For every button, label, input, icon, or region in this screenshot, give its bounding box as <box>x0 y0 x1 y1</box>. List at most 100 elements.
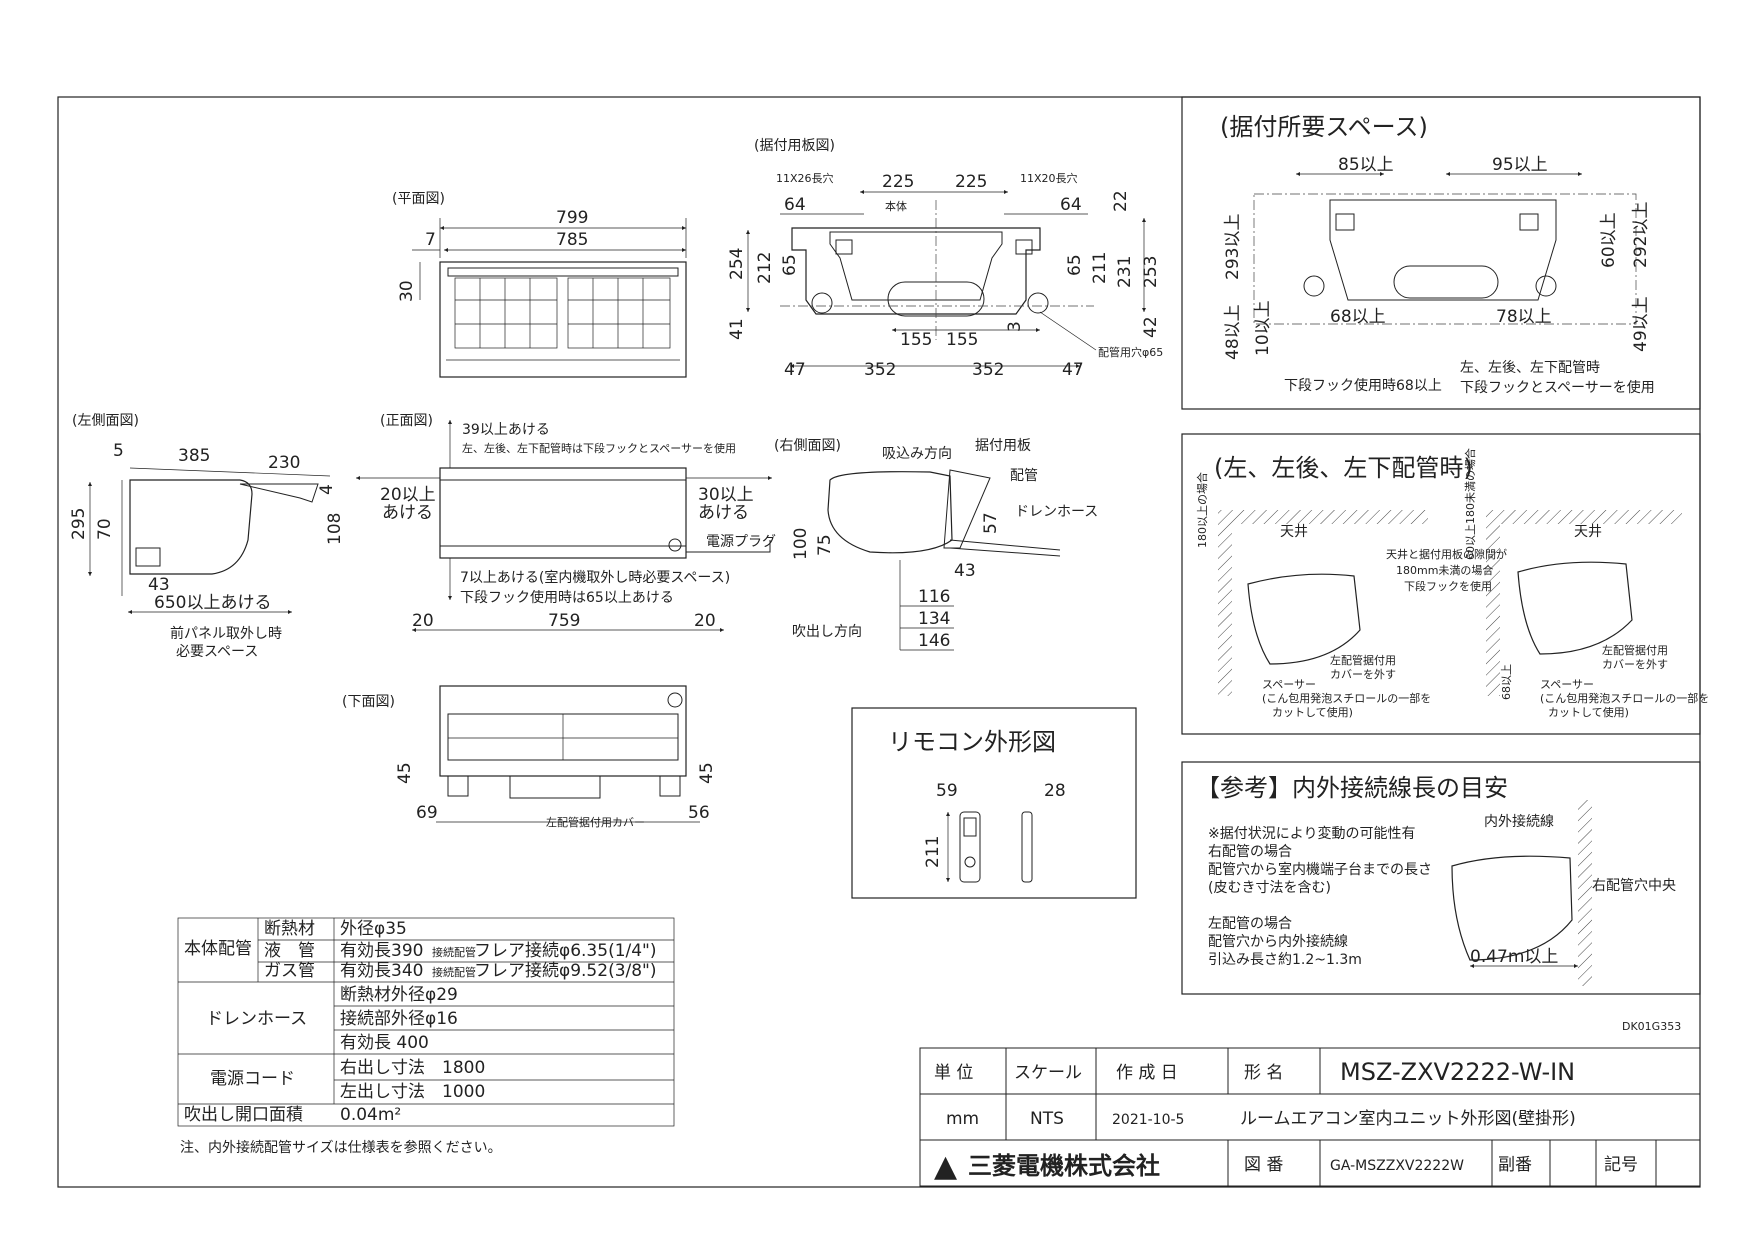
plate-dim-352b: 352 <box>972 360 1004 380</box>
right-drain-hose: ドレンホース <box>1015 504 1098 520</box>
right-side-title: (右側面図) <box>774 438 841 454</box>
piping-spacer-l: スペーサー <box>1262 678 1316 691</box>
right-dim-116: 116 <box>918 587 950 607</box>
remote-dim-211: 211 <box>923 836 943 868</box>
plate-dim-231: 231 <box>1115 256 1135 288</box>
tb-date: 2021-10-5 <box>1112 1112 1184 1128</box>
ref-hole-label: 右配管穴中央 <box>1592 878 1676 894</box>
space-48: 48以上 <box>1223 304 1243 360</box>
spec-r1-b-note: 接続配管 <box>432 945 476 959</box>
piping-ceiling-a: 天井 <box>1280 524 1308 540</box>
plate-dim-352a: 352 <box>864 360 896 380</box>
spec-r2-a: 断熱材外径φ29 <box>340 985 458 1005</box>
spec-r3-head: 電源コード <box>210 1069 295 1089</box>
front-bottom-note2: 下段フック使用時は65以上あける <box>460 589 674 606</box>
plate-dim-47a: 47 <box>784 360 806 380</box>
space-85: 85以上 <box>1338 155 1394 175</box>
front-dim-20b: 20 <box>694 611 716 631</box>
piping-spacer-l2: (こん包用発泡スチロールの一部を <box>1262 691 1431 705</box>
plate-dim-64a: 64 <box>784 195 806 215</box>
spec-r2-c: 有効長 400 <box>340 1033 429 1053</box>
spec-r1-b-val2: フレア接続φ6.35(1/4") <box>474 941 657 961</box>
front-power-plug: 電源プラグ <box>706 534 776 550</box>
left-dim-70: 70 <box>95 518 115 540</box>
spec-r1-c-note: 接続配管 <box>432 965 476 979</box>
piping-60-label: 60以上180未満の場合 <box>1463 448 1477 560</box>
tb-unit-head: 単 位 <box>934 1063 973 1083</box>
spec-r1-c-val2: フレア接続φ9.52(3/8") <box>474 961 657 981</box>
remote-dim-28: 28 <box>1044 781 1066 801</box>
plate-dim-41: 41 <box>727 318 747 340</box>
remote-front-outline <box>959 811 981 883</box>
spec-r4-val: 0.04m² <box>340 1105 401 1125</box>
space-68: 68以上 <box>1330 307 1386 327</box>
mount-plate-title: (据付用板図) <box>754 138 835 154</box>
left-dim-385: 385 <box>178 446 210 466</box>
tb-scale-head: スケール <box>1014 1063 1082 1083</box>
tb-description: ルームエアコン室内ユニット外形図(壁掛形) <box>1240 1109 1576 1129</box>
spec-note: 注、内外接続配管サイズは仕様表を参照ください。 <box>180 1139 502 1156</box>
plate-dim-225b: 225 <box>955 172 987 192</box>
front-view: (正面図) 39以上あける 左、左後、左下配管時は下段フックとスペーサーを使用 … <box>356 413 776 633</box>
space-10: 10以上 <box>1253 300 1273 356</box>
left-dim-650: 650以上あける <box>154 593 271 613</box>
ref-line5: 左配管の場合 <box>1208 916 1292 932</box>
tb-company: 三菱電機株式会社 <box>968 1152 1160 1180</box>
space-note-right1: 左、左後、左下配管時 <box>1460 360 1600 376</box>
right-dim-75: 75 <box>815 534 835 556</box>
tb-drawing-head: 図 番 <box>1244 1155 1283 1175</box>
ref-line1: ※据付状況により変動の可能性有 <box>1208 825 1415 842</box>
bottom-dim-69: 69 <box>416 803 438 823</box>
spec-r1-a-val: 外径φ35 <box>340 919 407 939</box>
space-title: (据付所要スペース) <box>1220 113 1428 141</box>
piping-cover-l2: カバーを外す <box>1330 668 1396 681</box>
plate-dim-155b: 155 <box>946 330 978 350</box>
piping-spacer-r3: カットして使用) <box>1548 706 1629 719</box>
tb-sub-head: 副番 <box>1498 1155 1532 1175</box>
spec-r1-b-val: 有効長390 <box>340 941 423 961</box>
piping-cover-r1: 左配管据付用 <box>1602 643 1668 657</box>
piping-gap1: 天井と据付用板の隙間が <box>1386 547 1507 561</box>
right-dim-43: 43 <box>954 561 976 581</box>
piping-ceiling-b: 天井 <box>1574 524 1602 540</box>
bottom-view-title: (下面図) <box>342 694 395 710</box>
plate-dim-65a: 65 <box>780 254 800 276</box>
piping-gap2: 180mm未満の場合 <box>1396 563 1493 577</box>
piping-68: 68以上 <box>1500 664 1513 700</box>
left-dim-108: 108 <box>325 513 345 545</box>
right-pipe: 配管 <box>1010 468 1038 484</box>
tb-scale: NTS <box>1030 1109 1064 1129</box>
spec-r2-b: 接続部外径φ16 <box>340 1009 458 1029</box>
remote-side-outline <box>1021 811 1033 883</box>
ref-line6: 配管穴から内外接続線 <box>1208 933 1348 950</box>
front-view-title: (正面図) <box>380 413 433 429</box>
tb-model-head: 形 名 <box>1244 1063 1283 1083</box>
piping-gap3: 下段フックを使用 <box>1404 579 1492 593</box>
doc-code: DK01G353 <box>1622 1020 1681 1033</box>
remote-title: リモコン外形図 <box>888 728 1056 756</box>
install-space-panel: (据付所要スペース) 85以上 95以上 293以上 60以上 292以上 68… <box>1181 96 1701 410</box>
plan-dim-7: 7 <box>425 230 436 250</box>
piping-180-label: 180以上の場合 <box>1195 472 1209 548</box>
bottom-dim-45a: 45 <box>395 762 415 784</box>
plate-body-label: 本体 <box>885 199 907 213</box>
space-293: 293以上 <box>1223 214 1243 280</box>
left-note-2: 必要スペース <box>176 644 258 660</box>
front-dim-20a: 20 <box>412 611 434 631</box>
spec-r2-head: ドレンホース <box>206 1009 307 1029</box>
tb-unit: mm <box>946 1109 979 1129</box>
front-dim-759: 759 <box>548 611 580 631</box>
left-note-1: 前パネル取外し時 <box>170 625 282 642</box>
plate-dim-22: 22 <box>1111 190 1131 212</box>
front-top-clearance: 39以上あける <box>462 422 550 438</box>
right-mount-plate: 据付用板 <box>975 438 1031 454</box>
left-dim-4: 4 <box>317 484 337 495</box>
left-piping-panel: (左、左後、左下配管時) 180以上の場合 60以上180未満の場合 天井 天井… <box>1181 433 1709 735</box>
spec-r1-c-val: 有効長340 <box>340 961 423 981</box>
title-block <box>919 1047 1701 1187</box>
right-dim-146: 146 <box>918 631 950 651</box>
space-95: 95以上 <box>1492 155 1548 175</box>
plate-dim-212: 212 <box>755 252 775 284</box>
front-right-clear-a: 30以上 <box>698 485 754 505</box>
plate-pipe-hole: 配管用穴φ65 <box>1098 345 1163 359</box>
